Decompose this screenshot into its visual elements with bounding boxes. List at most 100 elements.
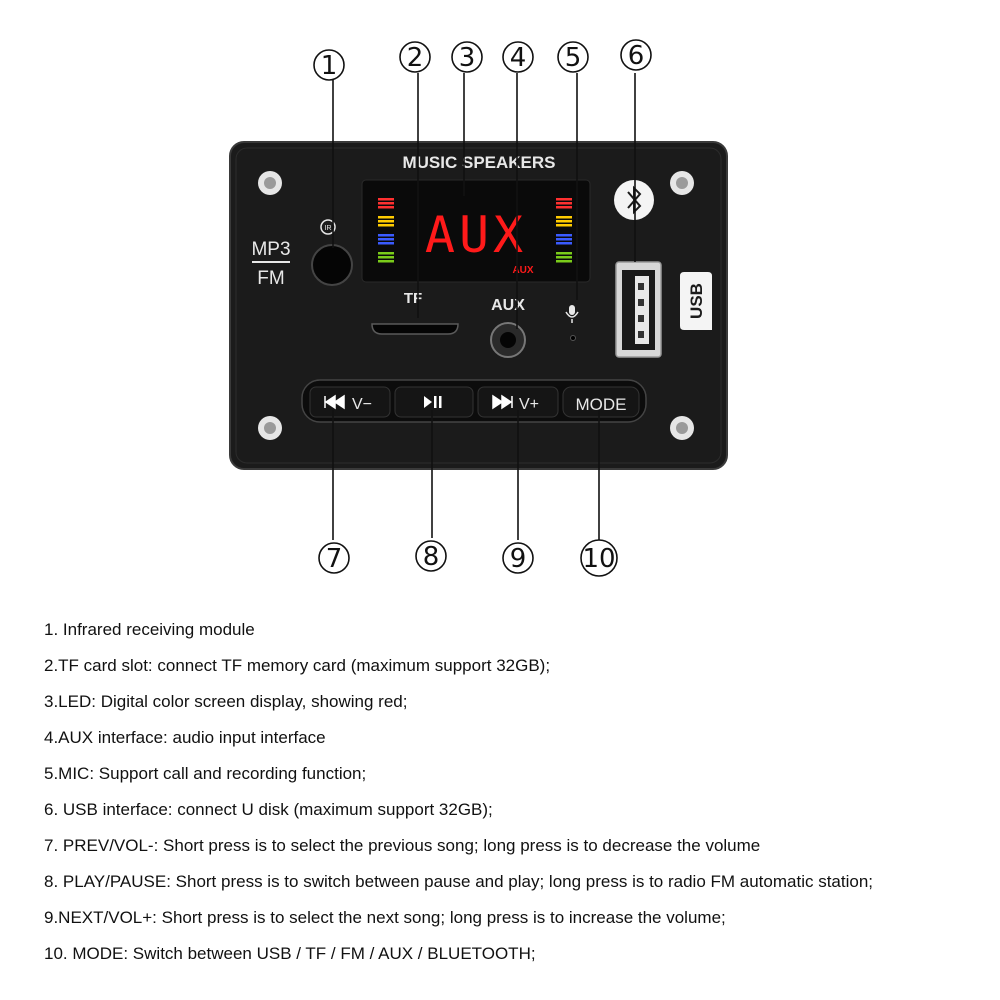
level-bar <box>556 198 572 201</box>
led-display <box>361 179 591 283</box>
callout-8: 8 <box>423 542 440 572</box>
level-bar <box>378 202 394 205</box>
callout-6: 6 <box>628 41 645 71</box>
usb-badge <box>680 272 712 330</box>
usb-pin <box>638 315 644 322</box>
callout-5: 5 <box>565 43 582 73</box>
mode-button[interactable]: MODE <box>562 386 640 418</box>
callout-4-circle <box>502 41 534 73</box>
tf-label: TF <box>404 290 422 307</box>
usb-port-tongue <box>635 276 649 344</box>
callout-3: 3 <box>459 43 476 73</box>
level-bar <box>556 242 572 245</box>
level-bar <box>556 216 572 219</box>
legend-item-10: 10. MODE: Switch between USB / TF / FM /… <box>44 944 536 963</box>
level-bar <box>378 242 394 245</box>
prev-button-label: V− <box>352 396 372 413</box>
callout-2: 2 <box>407 43 424 73</box>
level-bar <box>378 220 394 223</box>
callout-5-circle <box>557 41 589 73</box>
level-bar <box>378 256 394 259</box>
level-bar <box>556 202 572 205</box>
level-bar <box>556 252 572 255</box>
callout-4: 4 <box>510 43 527 73</box>
display-mode-indicator: AUX <box>512 265 533 276</box>
mounting-holes <box>258 171 694 440</box>
next-icon <box>492 394 513 410</box>
level-bar <box>378 216 394 219</box>
legend-item-6: 6. USB interface: connect U disk (maximu… <box>44 800 493 819</box>
legend-item-7: 7. PREV/VOL-: Short press is to select t… <box>44 836 761 855</box>
usb-badge-label: USB <box>687 283 706 319</box>
callouts-bottom: 7 8 9 10 <box>318 539 618 577</box>
level-bar <box>378 260 394 263</box>
callouts-top: 1 2 3 4 5 6 <box>313 39 652 81</box>
next-vol-up-button[interactable]: V+ <box>477 386 559 418</box>
board-bevel <box>235 147 722 464</box>
play-pause-icon <box>424 396 432 408</box>
aux-label: AUX <box>491 297 525 314</box>
level-bar <box>556 220 572 223</box>
callout-3-circle <box>451 41 483 73</box>
callout-1-circle <box>313 49 345 81</box>
callout-7-circle <box>318 542 350 574</box>
mounting-hole-bottom-right-inner <box>676 422 688 434</box>
callout-10-circle <box>580 539 618 577</box>
mp3-label: MP3 <box>251 239 290 260</box>
legend-item-3: 3.LED: Digital color screen display, sho… <box>44 692 408 711</box>
legend-item-1: 1. Infrared receiving module <box>44 620 255 639</box>
board-header-label: MUSIC SPEAKERS <box>402 153 555 172</box>
feature-legend: 1. Infrared receiving module 2.TF card s… <box>44 612 994 972</box>
callout-7: 7 <box>326 544 343 574</box>
usb-pin <box>638 283 644 290</box>
tf-card-slot[interactable] <box>371 323 459 335</box>
level-bar <box>556 224 572 227</box>
prev-vol-down-button[interactable]: V− <box>309 386 391 418</box>
usb-pin <box>638 299 644 306</box>
mic-hole <box>570 335 576 341</box>
level-bar <box>556 206 572 209</box>
level-bar <box>556 238 572 241</box>
mounting-hole-bottom-left-inner <box>264 422 276 434</box>
level-bar <box>378 234 394 237</box>
fm-label: FM <box>257 268 284 289</box>
ir-mark-circle <box>320 219 336 235</box>
legend-item-4: 4.AUX interface: audio input interface <box>44 728 326 747</box>
level-bar <box>378 238 394 241</box>
callout-9-circle <box>502 542 534 574</box>
prev-icon <box>324 394 345 410</box>
callout-6-circle <box>620 39 652 71</box>
level-bar <box>378 252 394 255</box>
callout-10: 10 <box>582 544 615 574</box>
level-bars-left <box>378 198 394 263</box>
legend-item-5: 5.MIC: Support call and recording functi… <box>44 764 367 783</box>
next-button-label: V+ <box>519 396 539 413</box>
callout-2-circle <box>399 41 431 73</box>
ir-receiver <box>311 244 353 286</box>
callout-leaders <box>332 73 636 540</box>
aux-jack-hole <box>500 332 516 348</box>
level-bar <box>556 260 572 263</box>
level-bar <box>378 224 394 227</box>
bluetooth-icon <box>627 185 642 215</box>
level-bar <box>378 206 394 209</box>
mounting-hole-top-right-inner <box>676 177 688 189</box>
usb-pin <box>638 331 644 338</box>
callout-1: 1 <box>321 51 338 81</box>
callout-9: 9 <box>510 544 527 574</box>
pause-bar-icon <box>434 396 437 408</box>
mode-button-label: MODE <box>576 395 627 414</box>
mic-icon <box>565 305 579 323</box>
legend-item-2: 2.TF card slot: connect TF memory card (… <box>44 656 551 675</box>
legend-item-9: 9.NEXT/VOL+: Short press is to select th… <box>44 908 726 927</box>
ir-mark-label: IR <box>325 225 332 232</box>
play-pause-button[interactable] <box>394 386 474 418</box>
level-bar <box>378 198 394 201</box>
display-readout: AUX <box>425 206 527 264</box>
legend-item-8: 8. PLAY/PAUSE: Short press is to switch … <box>44 872 873 891</box>
pause-bar-icon <box>439 396 442 408</box>
mounting-hole-top-left-inner <box>264 177 276 189</box>
callout-8-circle <box>415 540 447 572</box>
level-bar <box>556 256 572 259</box>
level-bar <box>556 234 572 237</box>
